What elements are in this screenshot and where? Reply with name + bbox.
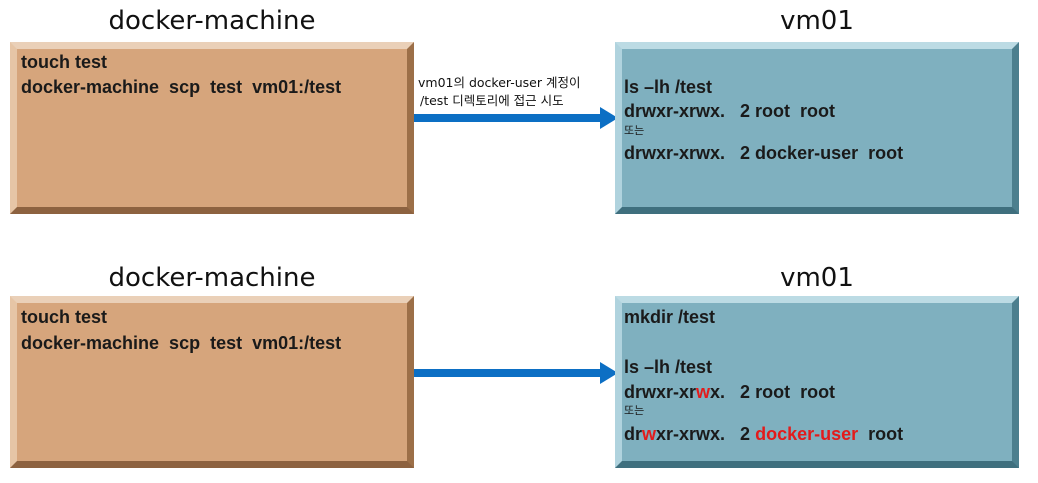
- top-right-title: vm01: [780, 6, 854, 36]
- bottom-source-line-1: touch test: [21, 307, 108, 327]
- top-target-perm-2: drwxr-xrwx. 2 docker-user root: [624, 143, 904, 163]
- bottom-target-perm-2: drwxr-xrwx. 2 docker-user root: [624, 423, 903, 445]
- top-arrow-icon: [414, 107, 618, 129]
- perm-2-write-bit: w: [642, 424, 657, 444]
- perm-2-part-c: root: [858, 424, 904, 444]
- bottom-target-cmd: ls –lh /test: [624, 357, 713, 377]
- top-target-or: 또는: [624, 124, 645, 137]
- bottom-source-line-2: docker-machine scp test vm01:/test: [21, 333, 342, 353]
- perm-1-part-a: drwxr-xr: [624, 382, 697, 402]
- bottom-source-box: [10, 296, 414, 468]
- bottom-target-or: 또는: [624, 404, 645, 417]
- perm-2-owner: docker-user: [755, 424, 859, 444]
- bottom-target-perm-1: drwxr-xrwx. 2 root root: [624, 381, 835, 403]
- top-left-title: docker-machine: [108, 6, 316, 36]
- top-target-perm-1: drwxr-xrwx. 2 root root: [624, 101, 836, 121]
- perm-2-part-b: xr-xrwx. 2: [656, 424, 756, 444]
- top-arrow-note-2: /test 디렉토리에 접근 시도: [420, 93, 564, 108]
- bottom-target-box: [615, 296, 1019, 468]
- perm-1-write-bit: w: [696, 382, 711, 402]
- bottom-target-mkdir: mkdir /test: [624, 307, 716, 327]
- top-target-cmd: ls –lh /test: [624, 77, 713, 97]
- bottom-arrow-icon: [414, 362, 618, 384]
- top-source-line-1: touch test: [21, 52, 108, 72]
- bottom-right-title: vm01: [780, 263, 854, 293]
- perm-2-part-a: dr: [624, 424, 642, 444]
- top-target-box: [615, 42, 1019, 214]
- top-arrow-note-1: vm01의 docker-user 계정이: [418, 75, 581, 90]
- perm-1-part-b: x. 2 root root: [710, 382, 836, 402]
- top-source-box: [10, 42, 414, 214]
- bottom-left-title: docker-machine: [108, 263, 316, 293]
- top-source-line-2: docker-machine scp test vm01:/test: [21, 77, 342, 97]
